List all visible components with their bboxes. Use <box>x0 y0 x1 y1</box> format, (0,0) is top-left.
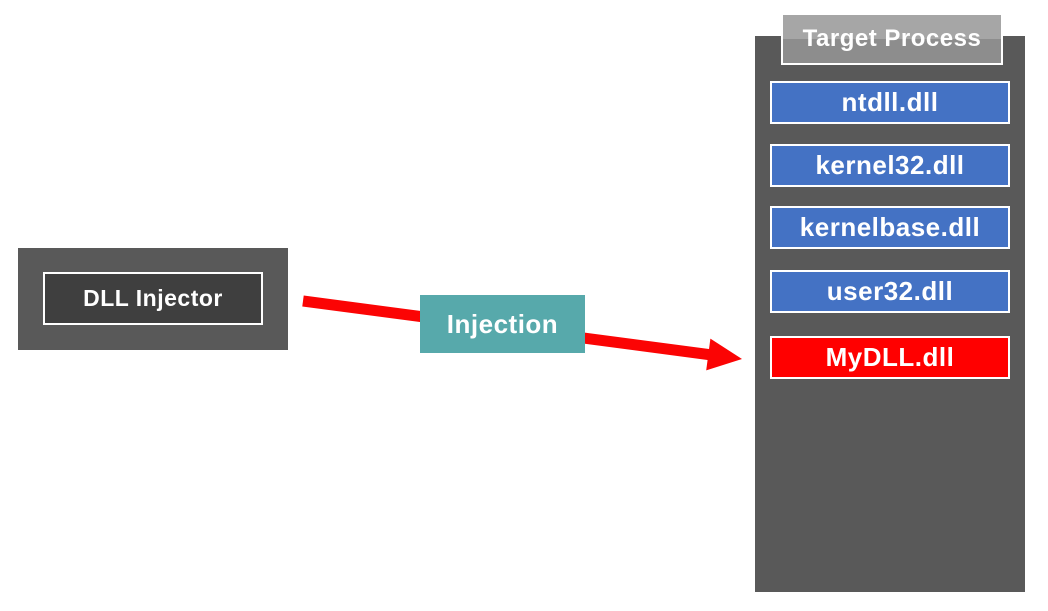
injection-arrow-head <box>706 338 742 371</box>
module-kernel32: kernel32.dll <box>770 144 1010 187</box>
injection-label-box: Injection <box>420 295 585 353</box>
module-mydll-injected: MyDLL.dll <box>770 336 1010 379</box>
module-label: kernelbase.dll <box>799 212 981 242</box>
module-label: MyDLL.dll <box>825 342 955 372</box>
module-kernelbase: kernelbase.dll <box>770 206 1010 249</box>
module-label: kernel32.dll <box>815 150 965 180</box>
target-process-title: Target Process <box>802 25 982 52</box>
module-ntdll: ntdll.dll <box>770 81 1010 124</box>
module-user32: user32.dll <box>770 270 1010 313</box>
dll-injector-box: DLL Injector <box>43 272 263 325</box>
dll-injector-label: DLL Injector <box>83 285 223 311</box>
target-process-column <box>755 36 1025 592</box>
target-process-header: Target Process <box>781 13 1003 65</box>
module-label: user32.dll <box>826 276 954 306</box>
injection-label: Injection <box>446 308 559 339</box>
module-label: ntdll.dll <box>841 87 939 117</box>
